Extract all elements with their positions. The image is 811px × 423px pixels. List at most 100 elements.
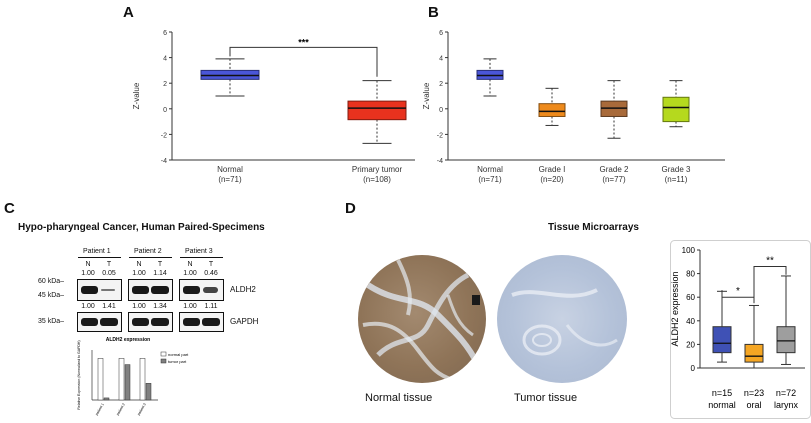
y-tick-label: 0: [163, 107, 167, 114]
aldh2-value: 0.05: [102, 270, 116, 277]
bar-tumor-part: [124, 364, 131, 401]
y-tick-label: 60: [686, 293, 695, 302]
panel-letter-b: B: [428, 4, 439, 21]
category-n-label: (n=108): [363, 175, 391, 184]
panel-letter-a: A: [123, 4, 134, 21]
gapdh-blot-patient-2: [128, 312, 173, 332]
y-tick-label: 6: [163, 30, 167, 37]
category-label: Grade 2: [600, 165, 629, 174]
box-primary-tumor: [347, 100, 407, 121]
lane-label-t: T: [208, 261, 214, 268]
lane-label-n: N: [85, 261, 91, 268]
significance-label: *: [736, 286, 740, 297]
y-tick-label: -4: [161, 158, 167, 165]
legend-swatch: [160, 358, 167, 364]
y-tick-label: 6: [439, 30, 443, 37]
aldh2-blot-patient-1: [77, 279, 122, 301]
lane-label-n: N: [187, 261, 193, 268]
y-tick-label: -2: [437, 132, 443, 139]
y-tick-label: 40: [686, 317, 695, 326]
box-grade-i: [538, 103, 566, 117]
marker-35kda: 35 kDa–: [38, 318, 65, 325]
y-axis-label: ALDH2 expression: [670, 271, 680, 346]
patient-label-2: Patient 2: [134, 248, 162, 255]
normal-tissue-image: [358, 255, 486, 383]
category-label: Grade I: [539, 165, 566, 174]
legend-label: normal part: [168, 352, 189, 357]
box-oral: [744, 343, 764, 363]
tumor-tissue-image: [497, 255, 627, 383]
category-n-label: (n=71): [218, 175, 242, 184]
bar-tumor-part: [145, 383, 152, 401]
y-tick-label: -4: [437, 158, 443, 165]
category-label: Grade 3: [662, 165, 691, 174]
category-label: larynx: [774, 400, 799, 410]
significance-label: ***: [298, 37, 309, 47]
aldh2-value: 1.14: [153, 270, 167, 277]
y-tick-label: 2: [163, 81, 167, 88]
category-label: oral: [746, 400, 761, 410]
legend-label: tumor part: [168, 359, 187, 364]
y-tick-label: 80: [686, 270, 695, 279]
gapdh-value: 1.11: [204, 303, 218, 310]
gapdh-value: 1.34: [153, 303, 167, 310]
y-tick-label: 2: [439, 81, 443, 88]
panel-letter-c: C: [4, 200, 15, 217]
x-tick-label: patient 3: [137, 402, 147, 416]
y-axis-label: Z-value: [132, 82, 141, 109]
aldh2-label: ALDH2: [230, 285, 256, 294]
gapdh-value: 1.00: [81, 303, 95, 310]
category-n-label: (n=71): [478, 175, 502, 184]
marker-60kda: 60 kDa–: [38, 278, 65, 285]
panel-d-title: Tissue Microarrays: [548, 222, 639, 233]
gapdh-blot-patient-1: [77, 312, 122, 332]
bar-normal-part: [118, 358, 125, 401]
gapdh-blot-patient-3: [179, 312, 224, 332]
marker-45kda: 45 kDa–: [38, 292, 65, 299]
x-tick-label: patient 1: [95, 402, 105, 416]
aldh2-blot-patient-2: [128, 279, 173, 301]
y-tick-label: 0: [691, 364, 696, 373]
category-n-label: n=23: [744, 388, 764, 398]
aldh2-value: 1.00: [183, 270, 197, 277]
normal-tissue-label: Normal tissue: [365, 392, 433, 404]
bar-tumor-part: [103, 397, 110, 401]
category-label: Primary tumor: [352, 165, 403, 174]
y-tick-label: 20: [686, 340, 695, 349]
panel-letter-d: D: [345, 200, 356, 217]
aldh2-blot-patient-3: [179, 279, 224, 301]
box-larynx: [776, 326, 796, 354]
patient-label-3: Patient 3: [185, 248, 213, 255]
significance-bracket: [753, 266, 787, 304]
bar-normal-part: [97, 358, 104, 401]
gapdh-value: 1.00: [132, 303, 146, 310]
patient-label-1: Patient 1: [83, 248, 111, 255]
y-tick-label: 4: [163, 56, 167, 63]
aldh2-value: 1.00: [81, 270, 95, 277]
category-n-label: (n=20): [540, 175, 564, 184]
y-tick-label: 100: [682, 246, 696, 255]
y-tick-label: 0: [439, 107, 443, 114]
legend-swatch: [160, 351, 167, 357]
lane-label-t: T: [157, 261, 163, 268]
category-label: Normal: [477, 165, 503, 174]
significance-label: **: [766, 256, 774, 267]
tumor-tissue-label: Tumor tissue: [514, 392, 578, 404]
gapdh-value: 1.00: [183, 303, 197, 310]
box-grade-3: [662, 96, 690, 123]
category-n-label: (n=77): [602, 175, 626, 184]
y-tick-label: 4: [439, 56, 443, 63]
x-tick-label: patient 2: [116, 402, 126, 416]
inset-title: ALDH2 expression: [106, 337, 150, 343]
panel-c-title: Hypo-pharyngeal Cancer, Human Paired-Spe…: [18, 222, 265, 233]
aldh2-value: 0.46: [204, 270, 218, 277]
gapdh-value: 1.41: [102, 303, 116, 310]
category-n-label: n=72: [776, 388, 796, 398]
category-label: normal: [708, 400, 736, 410]
category-label: Normal: [217, 165, 243, 174]
category-n-label: (n=11): [665, 175, 688, 184]
